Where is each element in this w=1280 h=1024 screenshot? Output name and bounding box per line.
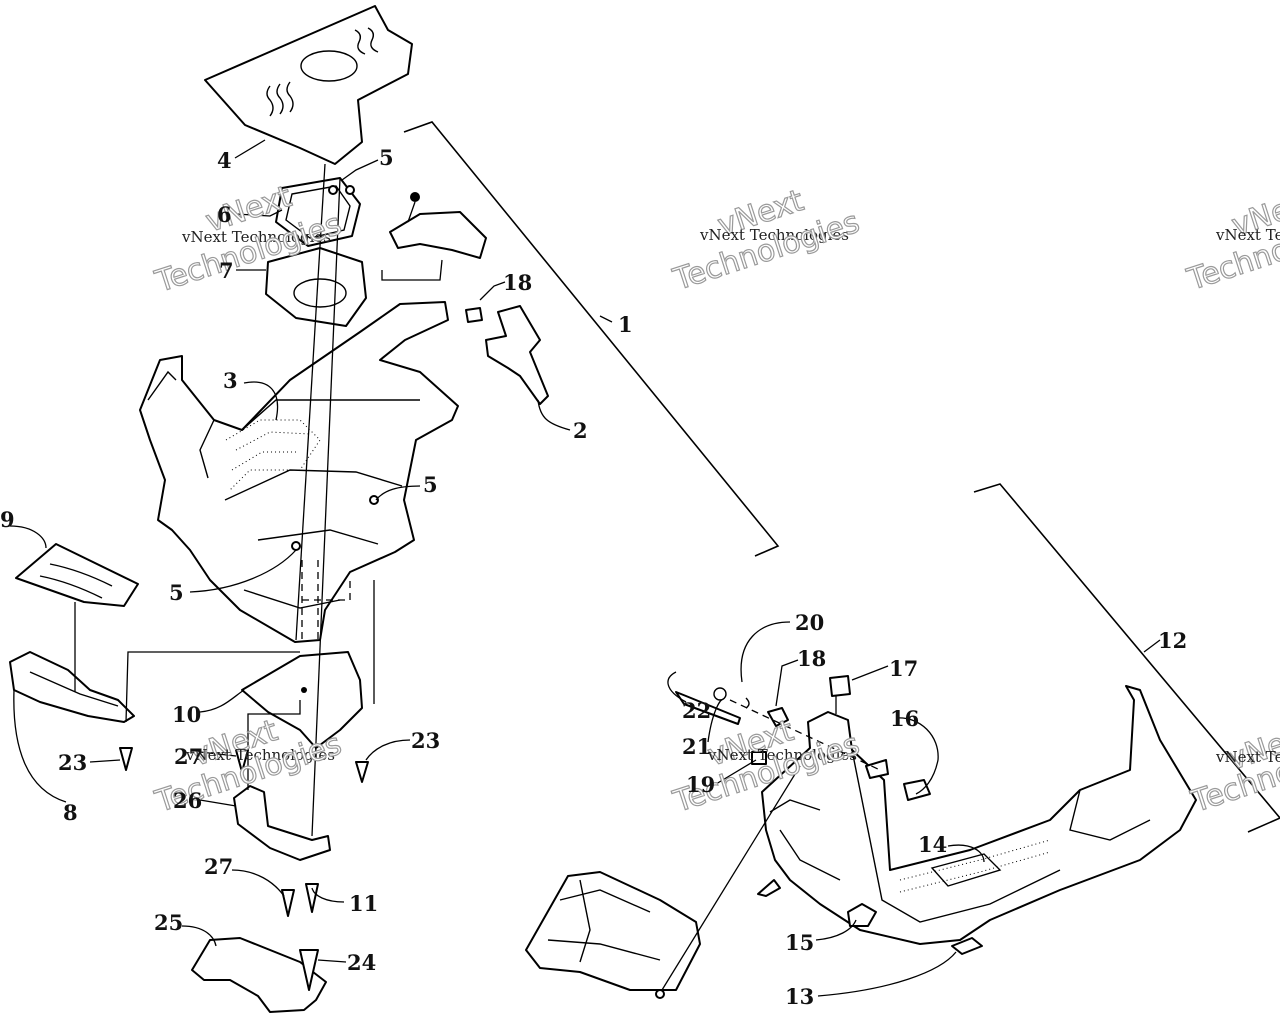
part-8-cover [9, 651, 135, 723]
watermark-center: vNext vNext Technologies Technologies [668, 183, 864, 299]
group-bracket-1 [403, 121, 780, 557]
callout-14: 14 [918, 832, 947, 857]
part-2-block [485, 305, 549, 405]
callout-23: 23 [58, 750, 87, 775]
leader-lines [9, 139, 1161, 997]
svg-text:vNext Technologies: vNext Technologies [181, 228, 331, 246]
callout-20: 20 [795, 610, 824, 635]
svg-text:vNext Technologies: vNext Technologies [699, 226, 849, 244]
callout-5: 5 [423, 472, 438, 497]
part-26-bracket [233, 785, 331, 861]
part-4-top-cover [204, 5, 413, 165]
part-13-fairing [757, 685, 1197, 955]
fasteners-left [119, 185, 379, 991]
callout-10: 10 [172, 702, 201, 727]
part-25-guard [191, 937, 327, 1013]
part-14-mat [930, 853, 1002, 887]
callout-labels: 4 5 6 7 18 1 3 2 5 9 5 10 27 23 23 8 26 … [0, 145, 1187, 1009]
part-7-plate [265, 247, 367, 327]
callout-26: 26 [173, 788, 202, 813]
callout-19: 19 [686, 772, 715, 797]
part-9-pad [15, 543, 139, 607]
part-3-main-body [139, 301, 459, 643]
callout-5: 5 [169, 580, 184, 605]
callout-23: 23 [411, 728, 440, 753]
callout-15: 15 [785, 930, 814, 955]
callout-25: 25 [154, 910, 183, 935]
watermark-right-low: vNext vNext Technologies Technologies [1186, 717, 1280, 821]
callout-13: 13 [785, 984, 814, 1009]
callout-27: 27 [174, 744, 203, 769]
callout-12: 12 [1158, 628, 1187, 653]
callout-21: 21 [682, 734, 711, 759]
svg-text:vNext Technologies: vNext Technologies [1215, 748, 1280, 766]
callout-4: 4 [217, 148, 232, 173]
callout-27: 27 [204, 854, 233, 879]
callout-5: 5 [379, 145, 394, 170]
svg-text:vNext Technologies: vNext Technologies [185, 746, 335, 764]
callout-7: 7 [219, 258, 234, 283]
callout-3: 3 [223, 368, 238, 393]
callout-11: 11 [349, 891, 378, 916]
callout-16: 16 [890, 706, 919, 731]
assembly-lines-left [74, 163, 443, 837]
callout-18: 18 [797, 646, 826, 671]
svg-text:vNext Technologies: vNext Technologies [707, 746, 857, 764]
watermark-right-top: vNext vNext Technologies Technologies [1182, 183, 1280, 299]
group-bracket-12 [973, 483, 1280, 833]
callout-2: 2 [573, 418, 588, 443]
svg-text:vNext Technologies: vNext Technologies [1215, 226, 1280, 244]
part-19-bracket [525, 765, 801, 999]
callout-24: 24 [347, 950, 376, 975]
callout-17: 17 [889, 656, 918, 681]
hardware-right [675, 675, 931, 801]
callout-22: 22 [682, 698, 711, 723]
callout-18: 18 [503, 270, 532, 295]
callout-1: 1 [618, 312, 633, 337]
callout-6: 6 [217, 202, 232, 227]
part-bracket-top [389, 192, 487, 323]
part-10-skid [241, 651, 363, 749]
callout-9: 9 [0, 507, 15, 532]
callout-8: 8 [63, 800, 78, 825]
